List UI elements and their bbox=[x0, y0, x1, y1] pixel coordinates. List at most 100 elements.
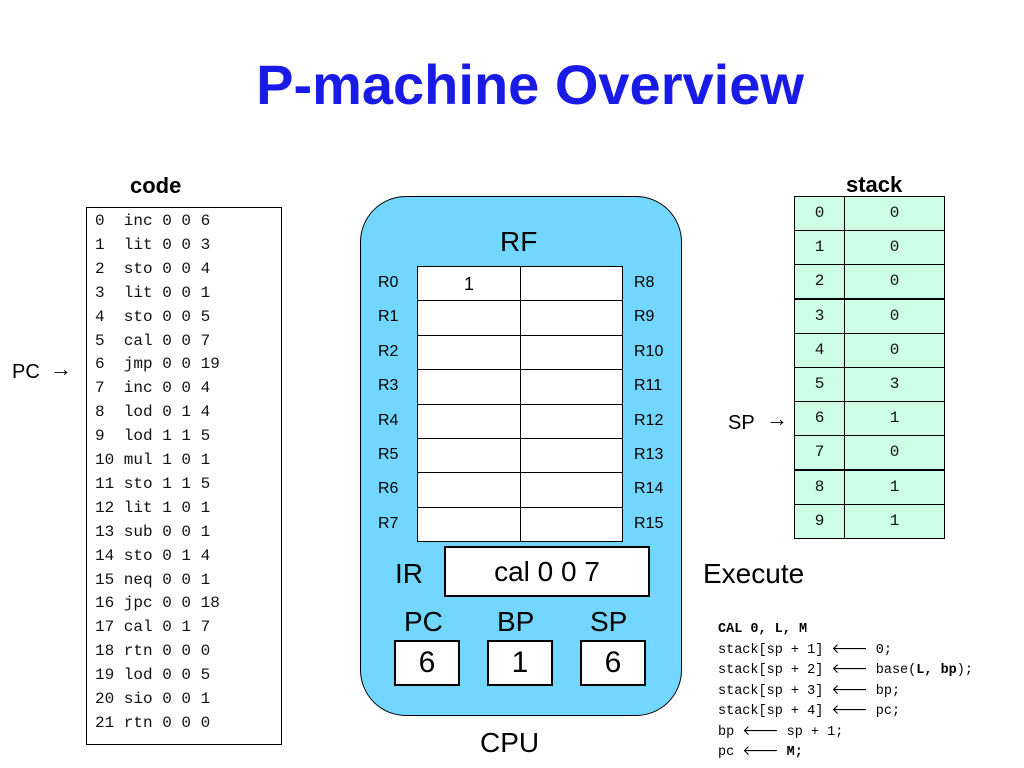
code-line: 5 cal 0 0 7 bbox=[95, 331, 211, 350]
pc-pointer-arrow-icon: → bbox=[50, 356, 72, 381]
code-line: 16 jpc 0 0 18 bbox=[95, 594, 220, 613]
register-cell bbox=[520, 334, 623, 371]
assign-arrow-icon: 🡐 bbox=[831, 642, 868, 658]
stack-value-cell: 0 bbox=[844, 230, 945, 266]
stack-index-cell: 9 bbox=[794, 503, 845, 539]
stack-value-cell: 0 bbox=[844, 435, 945, 471]
execute-description: CAL 0, L, M stack[sp + 1] 🡐 0; stack[sp … bbox=[718, 620, 973, 764]
code-line: 14 sto 0 1 4 bbox=[95, 546, 211, 565]
code-line: 18 rtn 0 0 0 bbox=[95, 642, 211, 661]
sp-value: 6 bbox=[604, 646, 622, 679]
register-cell bbox=[417, 403, 521, 439]
code-line: 4 sto 0 0 5 bbox=[95, 307, 211, 326]
register-label: R11 bbox=[634, 377, 663, 395]
register-cell bbox=[417, 506, 521, 543]
stack-index-cell: 6 bbox=[794, 401, 845, 437]
pc-label: PC bbox=[404, 606, 443, 637]
register-label: R1 bbox=[378, 308, 399, 326]
stack-index-cell: 0 bbox=[794, 196, 845, 231]
ir-value: cal 0 0 7 bbox=[494, 556, 600, 587]
stack-value-cell: 3 bbox=[844, 367, 945, 402]
code-line: 17 cal 0 1 7 bbox=[95, 618, 211, 637]
stack-index-cell: 7 bbox=[794, 435, 845, 471]
code-label: code bbox=[130, 173, 182, 198]
pc-box: 6 bbox=[394, 640, 460, 686]
assign-arrow-icon: 🡐 bbox=[742, 724, 779, 740]
stack-value-cell: 0 bbox=[844, 332, 945, 368]
register-label: R13 bbox=[634, 446, 664, 463]
code-line: 7 inc 0 0 4 bbox=[95, 379, 211, 398]
execute-line-6: pc 🡐 M; bbox=[718, 745, 803, 760]
bp-label: BP bbox=[497, 606, 535, 637]
page-title: P-machine Overview bbox=[256, 53, 804, 116]
register-cell bbox=[417, 300, 521, 336]
stack-index-cell: 8 bbox=[794, 469, 845, 505]
execute-line-5: bp 🡐 sp + 1; bbox=[718, 724, 844, 740]
sp-box: 6 bbox=[580, 640, 646, 686]
ir-box: cal 0 0 7 bbox=[444, 546, 650, 597]
register-label: R10 bbox=[634, 342, 664, 360]
stack-value-cell: 1 bbox=[844, 401, 945, 437]
register-cell bbox=[520, 300, 623, 336]
register-cell bbox=[417, 472, 521, 508]
code-line: 6 jmp 0 0 19 bbox=[95, 355, 220, 374]
stack-value-cell: 0 bbox=[844, 196, 945, 231]
code-line: 2 sto 0 0 4 bbox=[95, 259, 211, 278]
execute-line-3: stack[sp + 3] 🡐 bp; bbox=[718, 683, 901, 699]
ir-label: IR bbox=[395, 558, 423, 589]
bp-value: 1 bbox=[511, 646, 529, 679]
code-line: 15 neq 0 0 1 bbox=[95, 570, 211, 589]
code-listing: 0 inc 0 0 6 1 lit 0 0 3 2 sto 0 0 4 3 lit 0… bbox=[86, 207, 282, 745]
register-label: R9 bbox=[634, 308, 655, 326]
stack-value-cell: 1 bbox=[844, 469, 945, 505]
code-line: 9 lod 1 1 5 bbox=[95, 427, 211, 446]
execute-line-2: stack[sp + 2] 🡐 base(L, bp); bbox=[718, 663, 973, 678]
register-cell: 1 bbox=[417, 266, 521, 302]
stack-index-cell: 2 bbox=[794, 264, 845, 300]
stack-index-cell: 5 bbox=[794, 367, 845, 402]
execute-header: CAL 0, L, M bbox=[718, 622, 808, 637]
register-cell bbox=[520, 266, 623, 302]
stack-index-cell: 1 bbox=[794, 230, 845, 266]
register-label: R14 bbox=[634, 480, 664, 498]
register-label: R12 bbox=[634, 411, 664, 429]
code-line: 21 rtn 0 0 0 bbox=[95, 713, 211, 732]
pc-value: 6 bbox=[418, 646, 436, 679]
sp-label: SP bbox=[590, 606, 628, 637]
register-cell bbox=[417, 438, 521, 474]
assign-arrow-icon: 🡐 bbox=[831, 683, 868, 699]
pc-pointer-label: PC bbox=[12, 361, 40, 383]
execute-line-1: stack[sp + 1] 🡐 0; bbox=[718, 642, 892, 658]
code-line: 12 lit 1 0 1 bbox=[95, 498, 211, 517]
register-cell bbox=[520, 403, 623, 439]
register-label: R5 bbox=[378, 446, 399, 463]
register-cell bbox=[520, 369, 623, 405]
stack-value-cell: 0 bbox=[844, 264, 945, 300]
code-line: 3 lit 0 0 1 bbox=[95, 283, 211, 302]
register-label: R2 bbox=[378, 342, 399, 360]
register-value: 1 bbox=[463, 274, 474, 294]
assign-arrow-icon: 🡐 bbox=[742, 745, 779, 760]
register-cell bbox=[417, 369, 521, 405]
execute-label: Execute bbox=[703, 558, 805, 589]
code-line: 11 sto 1 1 5 bbox=[95, 474, 211, 493]
assign-arrow-icon: 🡐 bbox=[831, 704, 868, 719]
code-line: 1 lit 0 0 3 bbox=[95, 235, 211, 254]
stack-label: stack bbox=[846, 172, 903, 197]
rf-label: RF bbox=[500, 226, 538, 257]
sp-pointer-arrow-icon: → bbox=[766, 406, 788, 431]
register-label: R4 bbox=[378, 411, 399, 429]
code-line: 0 inc 0 0 6 bbox=[95, 212, 211, 230]
execute-line-4: stack[sp + 4] 🡐 pc; bbox=[718, 704, 901, 719]
code-line: 10 mul 1 0 1 bbox=[95, 451, 211, 469]
stack-value-cell: 0 bbox=[844, 298, 945, 334]
register-cell bbox=[520, 438, 623, 474]
register-label: R8 bbox=[634, 274, 655, 291]
register-label: R7 bbox=[378, 514, 399, 532]
register-label: R6 bbox=[378, 480, 399, 498]
sp-pointer-label: SP bbox=[728, 412, 755, 434]
stack-index-cell: 3 bbox=[794, 298, 845, 334]
register-label: R0 bbox=[378, 274, 399, 291]
code-line: 20 sio 0 0 1 bbox=[95, 690, 211, 708]
assign-arrow-icon: 🡐 bbox=[831, 663, 868, 678]
